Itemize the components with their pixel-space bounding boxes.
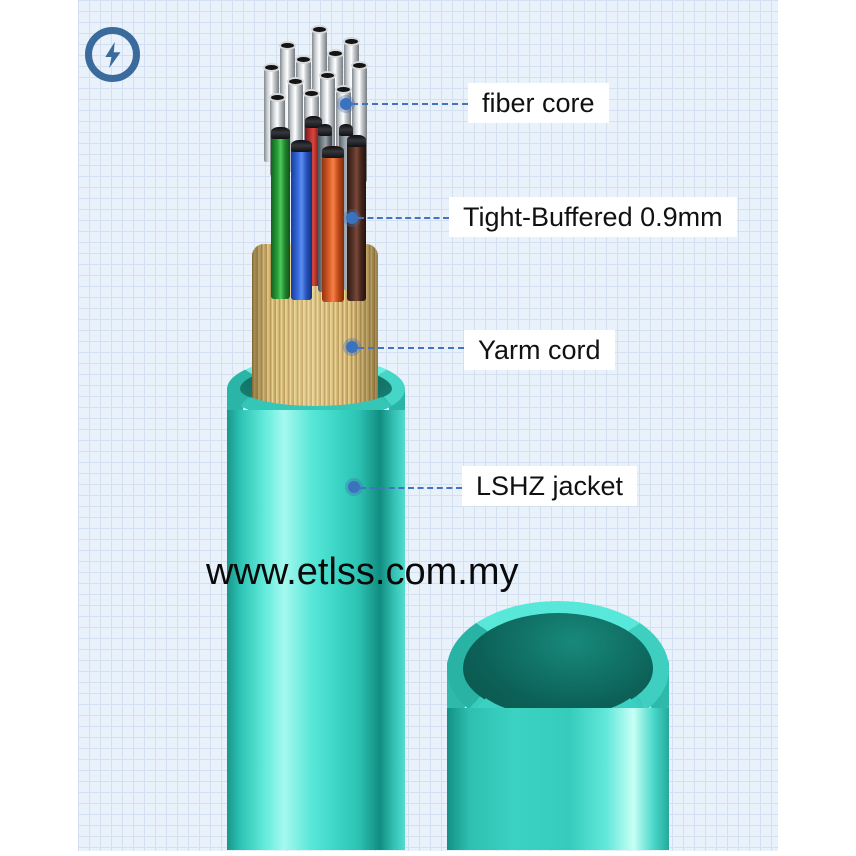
fiber-core-callout-dot [340,98,352,110]
jacket-body [227,410,405,850]
lshz-jacket-label: LSHZ jacket [462,466,638,506]
lshz-jacket-callout-line [360,487,462,489]
tight-buffered-label: Tight-Buffered 0.9mm [449,197,737,237]
tight-buffered-callout-dot [346,212,358,224]
fiber-core-callout-line [352,103,468,105]
fiber-core-label: fiber core [468,83,609,123]
grid-background [78,0,778,851]
lightning-badge [85,27,140,82]
yarn-cord-callout-dot [346,341,358,353]
buffer-tube-green [271,127,290,299]
buffer-tube-blue [291,140,312,300]
empty-tube-body [447,708,669,850]
tight-buffered-callout-line [358,217,449,219]
watermark-text: www.etlss.com.my [206,551,519,593]
lshz-jacket-callout-dot [348,481,360,493]
yarn-cord-callout-line [358,347,464,349]
yarn-cord-label: Yarm cord [464,330,615,370]
lightning-icon [104,41,120,68]
buffer-tube-orange [322,146,344,302]
